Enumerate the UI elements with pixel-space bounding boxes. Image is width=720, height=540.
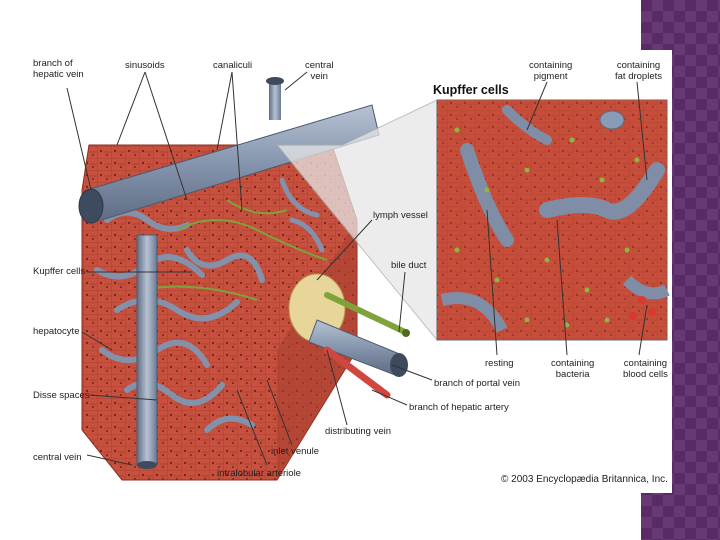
label-disse-spaces: Disse spaces (33, 390, 90, 401)
portal-triad (288, 273, 410, 399)
inset-title: Kupffer cells (433, 83, 509, 97)
liver-lobule-illustration: Kupffer cells branch of hepatic vein sin… (27, 50, 672, 493)
label-containing-blood: containing blood cells (623, 358, 668, 380)
label-leader-lines (66, 71, 648, 466)
label-kupffer-cells: Kupffer cells (33, 266, 86, 277)
label-containing-pigment: containing pigment (529, 60, 573, 82)
label-central-vein-top: central vein (305, 60, 334, 82)
copyright-credit: © 2003 Encyclopædia Britannica, Inc. (501, 474, 668, 485)
label-canaliculi: canaliculi (213, 60, 253, 71)
label-resting: resting (485, 358, 514, 369)
label-branch-portal-vein: branch of portal vein (434, 378, 521, 389)
label-branch-hepatic-artery: branch of hepatic artery (409, 402, 509, 413)
label-intralobular-arteriole: intralobular arteriole (217, 468, 301, 479)
label-lymph-vessel: lymph vessel (373, 210, 428, 221)
kupffer-inset-panel (436, 99, 670, 341)
illustration-drawing (66, 71, 670, 481)
label-containing-bacteria: containing bacteria (551, 358, 595, 380)
label-hepatocyte: hepatocyte (33, 326, 80, 337)
label-bile-duct: bile duct (391, 260, 427, 271)
label-inlet-venule: inlet venule (271, 446, 320, 457)
label-sinusoids: sinusoids (125, 60, 165, 71)
label-containing-fat: containing fat droplets (615, 60, 662, 82)
label-branch-hepatic-vein: branch of hepatic vein (33, 58, 84, 80)
central-vein-vertical (136, 234, 158, 469)
label-distributing-vein: distributing vein (325, 426, 392, 437)
label-central-vein-bottom: central vein (33, 452, 82, 463)
